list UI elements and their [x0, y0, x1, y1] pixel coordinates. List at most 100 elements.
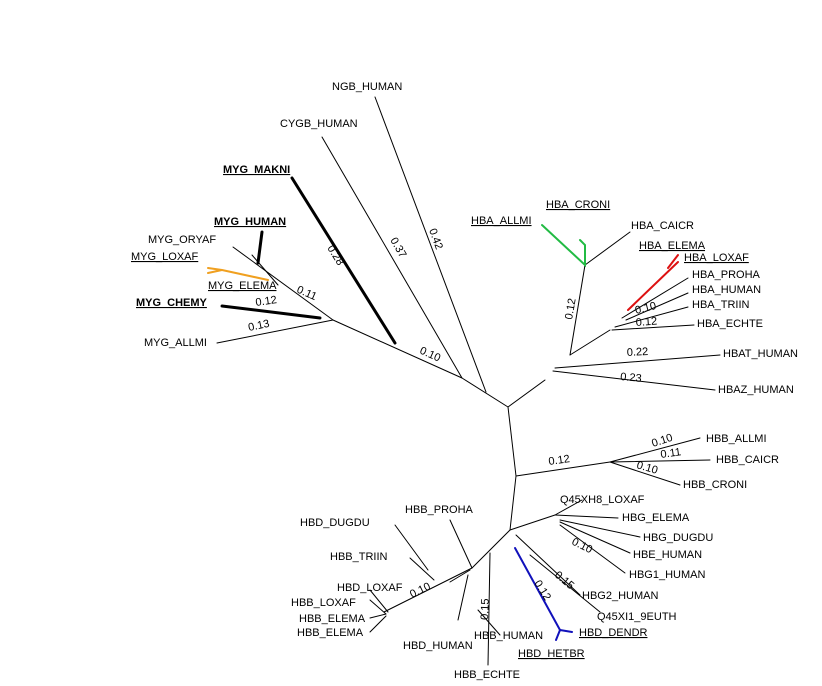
label-myg-elema: MYG_ELEMA — [208, 280, 277, 292]
label-myg-allmi: MYG_ALLMI — [144, 337, 207, 349]
label-cygb-human: CYGB_HUMAN — [280, 118, 358, 130]
label-hbb-elema-1: HBB_ELEMA — [299, 613, 366, 625]
label-hbd-loxaf: HBD_LOXAF — [337, 582, 403, 594]
label-myg-oryaf: MYG_ORYAF — [148, 234, 216, 246]
branch-hba-elema-loxaf-highlight — [627, 261, 679, 311]
branch-hbg-dugdu — [559, 519, 641, 538]
label-ngb-human: NGB_HUMAN — [332, 81, 402, 93]
length-hbb-echte: 0.15 — [479, 598, 492, 620]
highlighted-branches — [207, 176, 679, 641]
label-myg-human: MYG_HUMAN — [214, 216, 286, 228]
length-hbb-caicr: 0.11 — [660, 446, 682, 461]
label-hba-elema: HBA_ELEMA — [639, 240, 706, 252]
length-hba-triin: 0.10 — [634, 300, 658, 317]
branch-myg-makni-highlight — [290, 176, 397, 345]
length-hba-stem: 0.12 — [563, 297, 579, 320]
branch-hbat — [554, 354, 721, 369]
branch-hbg-elema — [554, 514, 619, 519]
branch-hbg1 — [559, 524, 626, 574]
label-hba-allmi: HBA_ALLMI — [471, 215, 532, 227]
branch-root-to-hbb-node — [507, 406, 517, 477]
branch-hba-croni-allmi-highlight — [541, 224, 586, 268]
label-hbb-triin: HBB_TRIIN — [330, 551, 388, 563]
length-allmi: 0.13 — [247, 318, 270, 334]
label-hbb-elema-2: HBB_ELEMA — [297, 627, 364, 639]
length-hbd-afro: 0.12 — [531, 578, 553, 603]
branch-hba-proha — [621, 277, 689, 319]
branch-hba-echte — [611, 324, 695, 331]
label-hbb-human: HBB_HUMAN — [474, 630, 543, 642]
label-hbb-echte: HBB_ECHTE — [454, 669, 520, 681]
branch-myg-loxaf-stem-highlight — [221, 269, 269, 281]
label-hbd-hetbr: HBD_HETBR — [518, 648, 585, 660]
branch-hbb-croni — [609, 461, 681, 486]
label-hba-echte: HBA_ECHTE — [697, 318, 763, 330]
label-myg-makni: MYG_MAKNI — [223, 164, 290, 176]
tree-branches — [216, 96, 721, 666]
label-hbg2-human: HBG2_HUMAN — [582, 590, 658, 602]
label-hbb-caicr: HBB_CAICR — [716, 454, 779, 466]
taxon-labels: NGB_HUMAN CYGB_HUMAN MYG_MAKNI MYG_HUMAN… — [131, 81, 798, 681]
label-hbe-human: HBE_HUMAN — [633, 549, 702, 561]
branch-hba-elema-tip-highlight — [667, 254, 679, 269]
branch-hbd-loxaf — [369, 589, 389, 613]
label-hba-loxaf: HBA_LOXAF — [684, 252, 749, 264]
length-cygb: 0.37 — [387, 236, 408, 261]
branch-cygb — [321, 136, 463, 379]
branch-hba-inner — [569, 329, 611, 356]
branch-hbb-croc-stem — [515, 461, 611, 477]
branch-hba-human — [625, 292, 689, 321]
branch-myg-elema-node — [251, 254, 279, 286]
label-hbg1-human: HBG1_HUMAN — [629, 569, 705, 581]
branch-hbb-proha — [471, 529, 511, 569]
branch-hba-triin — [614, 306, 689, 328]
length-hbaz: 0.23 — [620, 371, 642, 385]
branch-root-to-myg-node — [461, 377, 509, 408]
branch-hbb-human — [477, 609, 501, 636]
branch-myg-human-highlight — [256, 230, 264, 265]
branch-root-to-hba-node — [507, 379, 546, 408]
label-hbb-proha: HBB_PROHA — [405, 504, 474, 516]
label-hba-caicr: HBA_CAICR — [631, 220, 694, 232]
label-hbg-elema: HBG_ELEMA — [622, 512, 690, 524]
branch-hbd-dugdu — [394, 524, 429, 571]
label-hbd-dendr: HBD_DENDR — [579, 627, 648, 639]
label-hbg-dugdu: HBG_DUGDU — [643, 532, 713, 544]
branch-q45xi1 — [529, 554, 601, 613]
branch-hbe — [559, 521, 631, 554]
branch-hbb-allmi — [609, 437, 701, 463]
branch-ngb — [374, 96, 487, 393]
length-chemy: 0.12 — [255, 294, 278, 309]
label-hbb-loxaf: HBB_LOXAF — [291, 597, 356, 609]
label-hbb-croni: HBB_CRONI — [683, 479, 747, 491]
label-hbd-dugdu: HBD_DUGDU — [300, 517, 370, 529]
branch-hbd-afro-highlight — [514, 547, 561, 631]
branch-hbb-elema-1 — [369, 613, 387, 619]
label-myg-chemy: MYG_CHEMY — [136, 297, 208, 309]
branch-hbb-loxaf — [369, 599, 387, 615]
branch-length-labels: 0.42 0.37 0.28 0.10 0.11 0.12 0.13 0.12 … — [247, 227, 682, 620]
branch-myg-chemy-highlight — [220, 304, 322, 320]
label-hba-human: HBA_HUMAN — [692, 284, 761, 296]
label-hba-proha: HBA_PROHA — [692, 269, 761, 281]
label-hbat-human: HBAT_HUMAN — [723, 348, 798, 360]
branch-hbd-dugdu-join — [449, 569, 471, 583]
length-hbb-croni: 0.10 — [635, 459, 659, 476]
length-myg-clade: 0.10 — [418, 345, 442, 365]
branch-hbb-proha-tip — [449, 519, 473, 569]
label-q45xi1-9euth: Q45XI1_9EUTH — [597, 611, 677, 623]
branch-hba-caicr — [584, 231, 631, 266]
branch-myg-loxaf-elema-highlight — [207, 267, 223, 274]
branch-hbb-triin — [409, 557, 435, 581]
length-hbe: 0.10 — [570, 536, 595, 556]
length-hbb-croc: 0.12 — [548, 453, 571, 468]
branch-myg-allmi — [216, 319, 334, 344]
label-q45xh8-loxaf: Q45XH8_LOXAF — [560, 494, 645, 506]
label-hbaz-human: HBAZ_HUMAN — [718, 384, 794, 396]
branch-hbg-stem — [509, 514, 556, 531]
label-hbd-human: HBD_HUMAN — [403, 640, 473, 652]
length-hba-echte: 0.12 — [635, 316, 657, 329]
label-hba-triin: HBA_TRIIN — [692, 299, 750, 311]
branch-hbd-human — [457, 574, 469, 621]
